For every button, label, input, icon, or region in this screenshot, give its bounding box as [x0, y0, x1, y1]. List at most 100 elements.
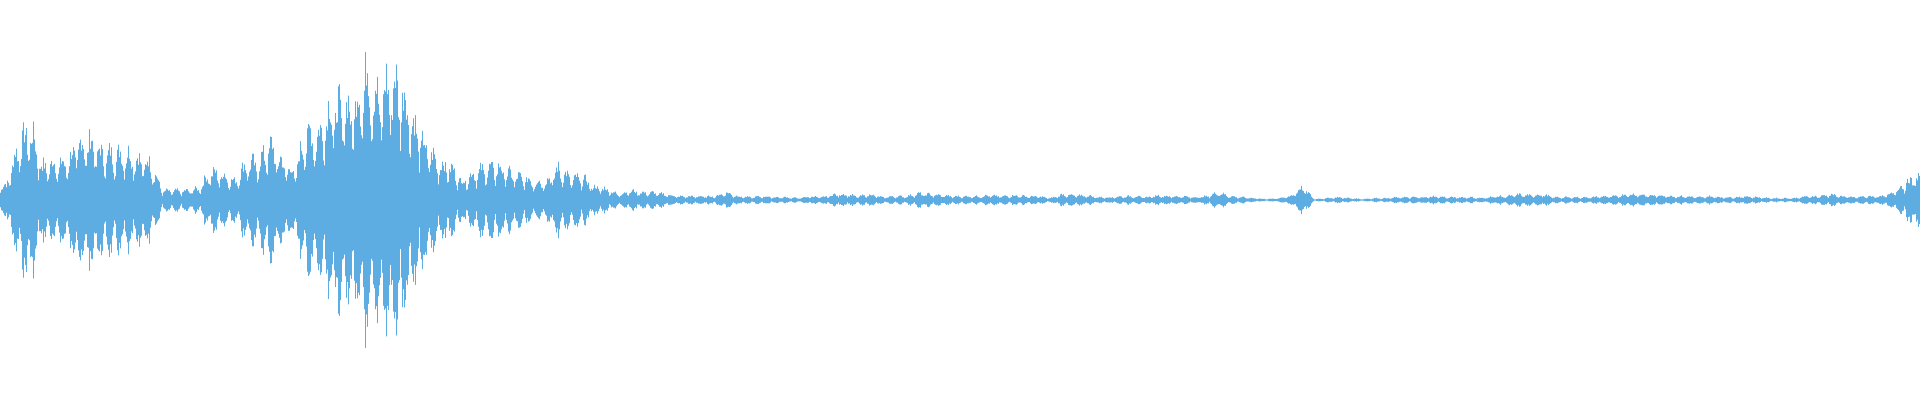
waveform-segment	[1848, 196, 1860, 204]
waveform-segment	[1236, 196, 1248, 204]
waveform-segment	[168, 188, 180, 212]
waveform-segment	[1488, 196, 1500, 204]
waveform-segment	[924, 192, 936, 208]
waveform-segment	[24, 121, 36, 279]
waveform-segment	[1632, 193, 1644, 207]
waveform-segment	[1344, 197, 1356, 203]
waveform-segment	[756, 195, 768, 205]
waveform-segment	[1872, 195, 1884, 205]
waveform-segment	[1284, 195, 1296, 205]
waveform-segment	[612, 191, 624, 209]
waveform-segment	[528, 178, 540, 222]
waveform-segment	[264, 136, 276, 264]
waveform-segment	[648, 191, 660, 209]
waveform-segment	[0, 173, 12, 227]
waveform-segment	[1704, 195, 1716, 205]
waveform-segment	[1356, 198, 1368, 202]
waveform-segment	[432, 147, 444, 253]
waveform-segment	[1260, 198, 1272, 202]
waveform-segment	[1680, 195, 1692, 205]
waveform-segment	[1020, 195, 1032, 205]
waveform-segment	[1500, 194, 1512, 206]
waveform-segment	[1788, 197, 1800, 203]
waveform-segment	[576, 173, 588, 227]
waveform-segment	[216, 170, 228, 230]
waveform-segment	[816, 196, 828, 204]
waveform-segment	[1560, 196, 1572, 204]
waveform-segment	[312, 125, 324, 275]
waveform-segment	[384, 63, 396, 337]
waveform-segment	[660, 192, 672, 208]
waveform-segment	[600, 186, 612, 214]
waveform-segment	[1308, 192, 1320, 208]
waveform-segment	[1200, 195, 1212, 205]
waveform-segment	[636, 191, 648, 209]
waveform-segment	[252, 145, 264, 255]
waveform-segment	[420, 130, 432, 270]
waveform-segment	[1692, 196, 1704, 204]
waveform-segment	[1212, 192, 1224, 208]
waveform-segment	[1800, 196, 1812, 204]
waveform-segment	[1116, 195, 1128, 205]
waveform-segment	[492, 162, 504, 238]
waveform-segment	[1812, 195, 1824, 205]
waveform-segment	[1512, 193, 1524, 207]
waveform-segment	[1392, 196, 1404, 204]
waveform-segment	[1656, 195, 1668, 205]
waveform-segment	[300, 124, 312, 276]
waveform-segment	[1836, 195, 1848, 205]
waveform-segment	[1536, 194, 1548, 206]
waveform-segment	[1572, 196, 1584, 204]
waveform-segment	[948, 194, 960, 206]
waveform-segment	[1464, 196, 1476, 204]
waveform-segment	[1524, 194, 1536, 206]
waveform-segment	[876, 196, 888, 204]
waveform-segment	[708, 194, 720, 206]
waveform-segment	[1896, 178, 1908, 222]
waveform-segment	[732, 195, 744, 205]
waveform-segment	[1548, 194, 1560, 206]
waveform-segment	[228, 177, 240, 223]
waveform-segment	[1272, 197, 1284, 203]
waveform-segment	[768, 196, 780, 204]
waveform-segment	[888, 195, 900, 205]
waveform-segment	[1476, 197, 1488, 203]
waveform-segment	[540, 178, 552, 222]
waveform-segment	[588, 182, 600, 218]
waveform-segment	[1440, 196, 1452, 204]
waveform-segment	[936, 194, 948, 206]
waveform-segment	[480, 162, 492, 238]
waveform-segment	[156, 176, 168, 224]
waveform-segment	[1824, 193, 1836, 207]
waveform-segment	[1068, 194, 1080, 206]
waveform-segment	[1320, 197, 1332, 203]
waveform-segment	[780, 196, 792, 204]
waveform-segment	[288, 161, 300, 239]
waveform-segment	[1668, 195, 1680, 205]
waveform-segment	[276, 156, 288, 244]
waveform-segment	[60, 151, 72, 249]
waveform-segment	[12, 122, 24, 278]
waveform-segment	[1080, 194, 1092, 206]
waveform-segment	[1140, 196, 1152, 204]
waveform-segment	[336, 84, 348, 316]
waveform-segment	[48, 160, 60, 240]
waveform-segment	[1188, 197, 1200, 203]
waveform-segment	[1452, 196, 1464, 204]
waveform-segment	[132, 153, 144, 247]
waveform-segment	[1584, 196, 1596, 204]
waveform-segment	[1416, 197, 1428, 203]
waveform-segment	[864, 194, 876, 206]
waveform-segment	[1008, 195, 1020, 205]
waveform-segment	[1092, 196, 1104, 204]
waveform-segment	[1428, 195, 1440, 205]
waveform-segment	[696, 196, 708, 204]
waveform-segment	[72, 139, 84, 261]
waveform-segment	[1644, 194, 1656, 206]
waveform-segment	[1224, 194, 1236, 206]
waveform-segment	[564, 170, 576, 230]
waveform-segment	[900, 194, 912, 206]
waveform-segment	[360, 52, 372, 348]
waveform-segment	[672, 195, 684, 205]
waveform-segment	[204, 167, 216, 233]
